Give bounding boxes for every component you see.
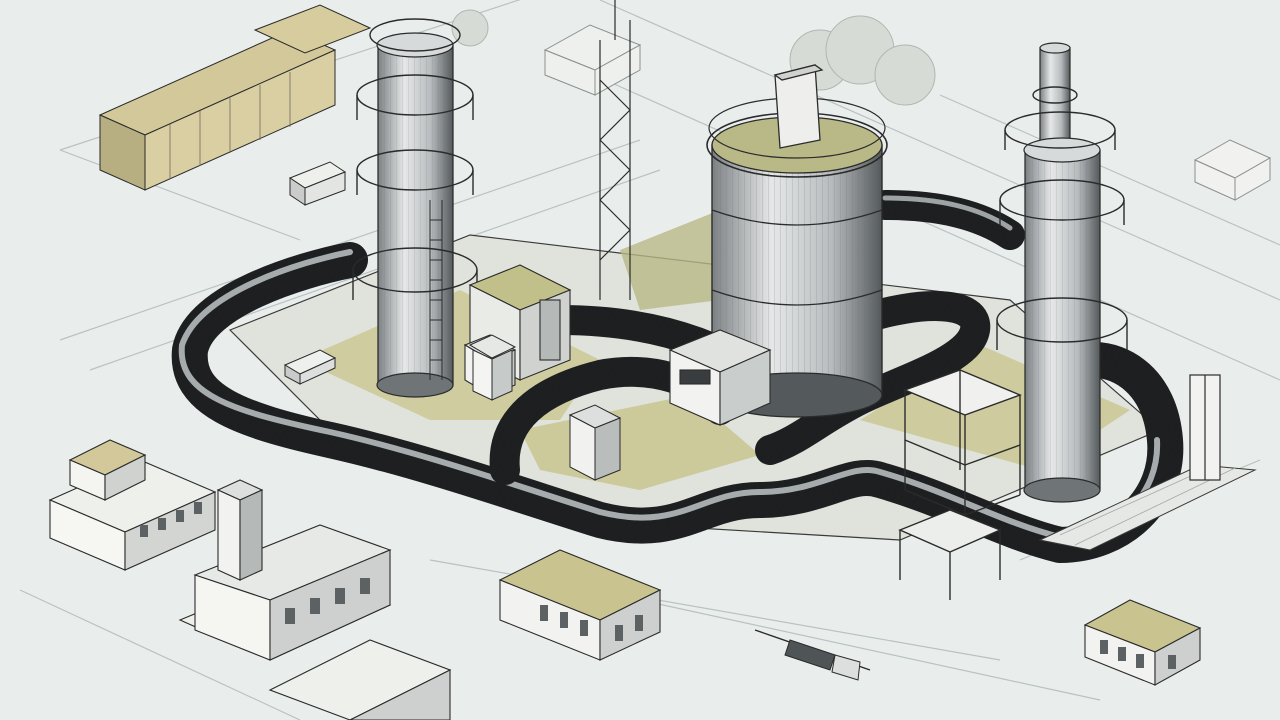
- left-tower: [352, 18, 478, 398]
- background-house-right: [1193, 139, 1272, 201]
- warehouse-block: [98, 4, 372, 206]
- steel-frame: [898, 369, 1022, 600]
- office-building-center: [498, 549, 662, 661]
- signal-post: [1189, 374, 1221, 481]
- small-building-right: [1083, 599, 1202, 686]
- office-building-chimney: [178, 479, 392, 661]
- right-tower: [996, 42, 1128, 503]
- background-trees: [451, 9, 936, 106]
- parked-vehicle: [283, 349, 337, 385]
- walkway-platform: [1038, 464, 1257, 551]
- office-building-left: [48, 439, 217, 571]
- building-bottom-left-corner: [268, 639, 452, 720]
- guard-kiosk: [468, 334, 517, 401]
- background-house-top: [543, 24, 642, 96]
- utility-box: [568, 404, 622, 481]
- lattice-mast: [599, 0, 631, 300]
- truck-vehicle: [754, 629, 871, 681]
- control-house: [668, 329, 772, 426]
